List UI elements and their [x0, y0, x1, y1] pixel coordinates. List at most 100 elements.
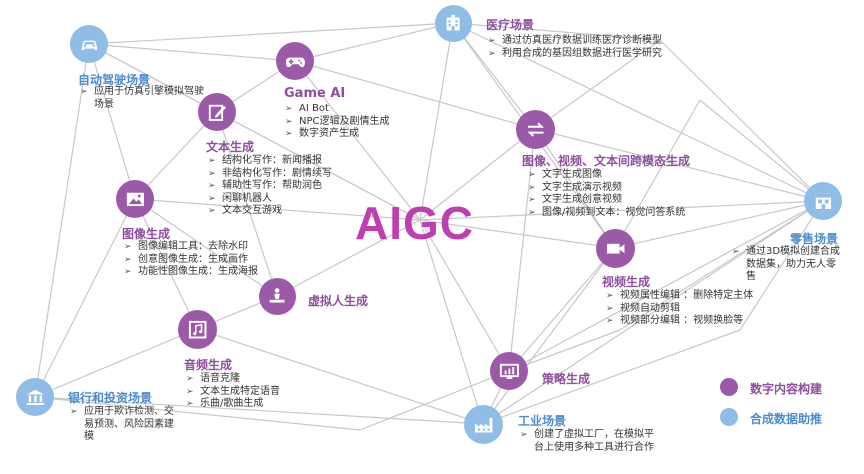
crossmodal-node: [516, 110, 555, 149]
bank-node: [16, 378, 54, 416]
center-label-aigc: AIGC: [355, 197, 474, 249]
text-list-item: 闲聊机器人: [208, 193, 348, 206]
retail-list-item: 通过3D模拟创建合成数据集，助力无人零售: [732, 246, 844, 284]
virtual-human-icon: [270, 288, 285, 303]
strategy-node: [490, 352, 528, 390]
text-title: 文本生成: [206, 140, 255, 154]
industry-list-item: 创建了虚拟工厂，在模拟平台上使用多种工具进行合作: [520, 429, 660, 454]
connector-line: [419, 219, 510, 372]
text-list-item: 非结构化写作：剧情续写: [208, 168, 348, 181]
gameai-list-item: AI Bot: [285, 103, 425, 116]
connector-line: [34, 198, 136, 398]
connector-line: [452, 22, 536, 130]
gameai-list-item: NPC逻辑及剧情生成: [285, 116, 425, 129]
image-node: [116, 180, 154, 218]
gameai-node: [276, 42, 314, 80]
medical-list: 通过仿真医疗数据训练医疗诊断模型利用合成的基因组数据进行医学研究: [488, 35, 666, 60]
video-list: 视频属性编辑 ：删除特定主体视频自动剪辑视频部分编辑 ：视频换脸等: [606, 290, 756, 328]
legend-label-synthetic: 合成数据助推: [750, 412, 823, 426]
video-list-item: 视频属性编辑 ：删除特定主体: [606, 290, 756, 303]
video-icon: [606, 243, 625, 254]
retail-list: 通过3D模拟创建合成数据集，助力无人零售: [732, 246, 844, 284]
connector-line: [88, 43, 296, 62]
connector-line: [134, 111, 218, 200]
image-list: 图像编辑工具：去除水印创意图像生成：生成画作功能性图像生成：生成海报: [124, 241, 284, 279]
crossmodal-list-item: 文字生成创意视频: [528, 194, 728, 207]
bank-icon: [26, 389, 44, 405]
gameai-list: AI BotNPC逻辑及剧情生成数字资产生成: [285, 103, 425, 141]
medical-title: 医疗场景: [486, 18, 535, 32]
crossmodal-title: 图像、视频、文本间跨模态生成: [522, 154, 691, 168]
connector-line: [419, 219, 484, 425]
connector-line: [508, 247, 616, 372]
video-list-item: 视频部分编辑 ：视频换脸等: [606, 315, 756, 328]
connector-line: [508, 329, 621, 372]
industry-list: 创建了虚拟工厂，在模拟平台上使用多种工具进行合作: [520, 429, 660, 454]
text-node: [198, 93, 236, 131]
legend-dot-purple: [720, 378, 738, 396]
text-list: 结构化写作：新闻播报非结构化写作：剧情续写辅助性写作：帮助润色闲聊机器人文本交互…: [208, 155, 348, 218]
text-list-item: 文本交互游戏: [208, 205, 348, 218]
medical-node: [435, 5, 472, 42]
connector-line: [294, 22, 454, 62]
image-list-item: 创意图像生成：生成画作: [124, 254, 284, 267]
bank-title: 银行和投资场景: [68, 391, 153, 405]
bank-list: 应用于欺诈检测、交易预测、风险因素建模: [70, 406, 182, 444]
connector-line: [419, 22, 454, 221]
industry-title: 工业场景: [518, 414, 567, 428]
video-node: [596, 229, 635, 268]
connector-line: [482, 247, 616, 425]
connector-line: [196, 328, 484, 425]
strategy-title: 策略生成: [542, 372, 591, 386]
chart-monitor-icon: [499, 363, 519, 379]
autodrive-list-item: 应用于仿真引擎模拟驾驶场景: [80, 86, 206, 111]
video-title: 视频生成: [602, 275, 651, 289]
connector-line: [88, 43, 136, 200]
music-icon: [188, 320, 207, 339]
connector-line: [659, 39, 824, 202]
medical-list-item: 利用合成的基因组数据进行医学研究: [488, 48, 666, 61]
connector-line: [34, 396, 484, 425]
retail-node: [804, 182, 842, 220]
text-list-item: 辅助性写作：帮助润色: [208, 180, 348, 193]
audio-list: 语音克隆文本生成特定语音乐曲/歌曲生成: [186, 373, 316, 411]
video-list-item: 视频自动剪辑: [606, 303, 756, 316]
medical-list-item: 通过仿真医疗数据训练医疗诊断模型: [488, 35, 666, 48]
connector-line: [614, 200, 824, 249]
gamepad-icon: [285, 57, 305, 67]
autodrive-node: [70, 25, 108, 63]
connector-line: [699, 99, 824, 202]
audio-list-item: 乐曲/歌曲生成: [186, 398, 316, 411]
text-list-item: 结构化写作：新闻播报: [208, 155, 348, 168]
image-list-item: 功能性图像生成：生成海报: [124, 266, 284, 279]
image-list-item: 图像编辑工具：去除水印: [124, 241, 284, 254]
connector-line: [534, 128, 824, 202]
legend-dot-blue: [720, 408, 738, 426]
audio-list-item: 文本生成特定语音: [186, 386, 316, 399]
autodrive-title: 自动驾驶场景: [78, 73, 151, 87]
hospital-icon: [447, 15, 460, 31]
virtual-node: [259, 278, 296, 315]
bank-list-item: 应用于欺诈检测、交易预测、风险因素建模: [70, 406, 182, 444]
audio-list-item: 语音克隆: [186, 373, 316, 386]
car-icon: [81, 40, 97, 50]
audio-node: [178, 310, 217, 349]
image-icon: [126, 192, 144, 206]
virtual-title: 虚拟人生成: [308, 294, 369, 308]
connector-line: [508, 200, 824, 372]
connector-line: [88, 22, 454, 45]
factory-icon: [474, 417, 493, 433]
crossmodal-list: 文字生成图像文字生成演示视频文字生成创意视频图像/视频到文本：视觉问答系统: [528, 169, 728, 219]
edit-icon: [208, 104, 226, 121]
audio-title: 音频生成: [184, 358, 233, 372]
gameai-title: Game AI: [284, 86, 346, 101]
image-title: 图像生成: [122, 227, 171, 241]
connector-line: [482, 329, 741, 425]
gameai-list-item: 数字资产生成: [285, 128, 425, 141]
connector-line: [359, 370, 510, 431]
swap-arrows-icon: [527, 122, 544, 137]
crossmodal-list-item: 文字生成图像: [528, 169, 728, 182]
connector-line: [294, 60, 421, 221]
retail-title: 零售场景: [790, 232, 839, 246]
store-icon: [815, 193, 831, 209]
